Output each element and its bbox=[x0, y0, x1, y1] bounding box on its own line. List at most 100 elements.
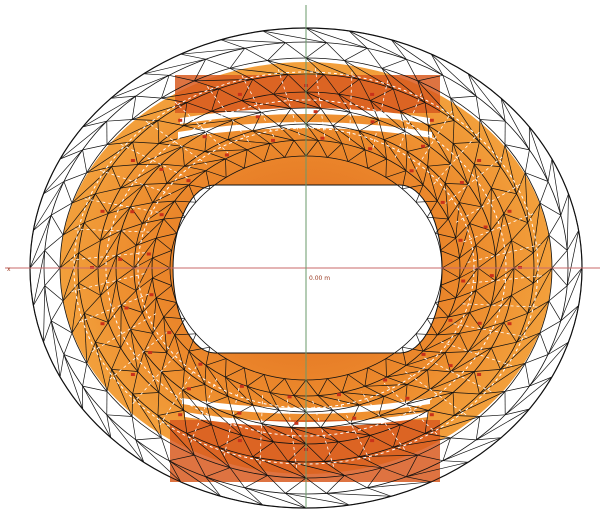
mesh-member bbox=[417, 74, 443, 82]
mesh-member bbox=[120, 230, 137, 246]
mesh-member bbox=[358, 130, 387, 160]
mesh-member bbox=[261, 423, 307, 445]
mesh-member bbox=[33, 181, 65, 231]
mesh-member bbox=[383, 139, 407, 171]
mesh-member bbox=[71, 193, 96, 204]
mesh-member bbox=[100, 280, 117, 296]
red-marker bbox=[370, 92, 375, 96]
mesh-member bbox=[71, 283, 80, 333]
mesh-member bbox=[252, 112, 262, 132]
mesh-member bbox=[63, 332, 73, 355]
mesh-member bbox=[392, 88, 401, 112]
mesh-member bbox=[84, 222, 101, 241]
dashed-member bbox=[423, 357, 492, 393]
mesh-member bbox=[246, 374, 265, 387]
mesh-member bbox=[327, 143, 343, 158]
mesh-member bbox=[415, 200, 438, 203]
mesh-member bbox=[490, 295, 512, 306]
mesh-member bbox=[59, 222, 85, 269]
mesh-member bbox=[78, 282, 101, 296]
mesh-member bbox=[383, 395, 406, 405]
dashed-member bbox=[464, 275, 542, 284]
red-marker bbox=[287, 395, 292, 399]
mesh-member bbox=[320, 427, 371, 436]
mesh-member bbox=[323, 74, 339, 95]
mesh-member bbox=[225, 377, 229, 397]
red-marker bbox=[370, 120, 375, 124]
mesh-member bbox=[415, 333, 438, 336]
mesh-member bbox=[107, 280, 117, 323]
mesh-member bbox=[204, 151, 226, 160]
mesh-member bbox=[458, 333, 469, 352]
mesh-member bbox=[182, 146, 185, 167]
mesh-member bbox=[100, 255, 117, 296]
mesh-member bbox=[278, 410, 292, 428]
mesh-member bbox=[33, 214, 52, 231]
mesh-member bbox=[378, 396, 385, 416]
mesh-member bbox=[317, 140, 328, 158]
mesh-member bbox=[157, 415, 195, 456]
mesh-member bbox=[82, 385, 108, 392]
mesh-member bbox=[532, 234, 550, 284]
mesh-member bbox=[455, 202, 460, 239]
mesh-member bbox=[437, 333, 460, 336]
mesh-member bbox=[426, 318, 438, 336]
mesh-member bbox=[168, 460, 221, 497]
mesh-member bbox=[131, 393, 133, 417]
mesh-member bbox=[453, 391, 506, 416]
mesh-member bbox=[527, 300, 550, 314]
mesh-member bbox=[206, 395, 229, 405]
mesh-member bbox=[430, 54, 444, 76]
mesh-member bbox=[459, 245, 477, 259]
red-marker bbox=[224, 153, 229, 157]
mesh-member bbox=[344, 475, 368, 489]
mesh-member bbox=[458, 184, 469, 203]
mesh-member bbox=[426, 200, 438, 218]
mesh-member bbox=[469, 312, 482, 330]
mesh-member bbox=[473, 371, 480, 395]
mesh-member bbox=[29, 250, 46, 269]
mesh-member bbox=[364, 367, 369, 387]
mesh-member bbox=[440, 250, 460, 259]
mesh-member bbox=[469, 206, 482, 224]
mesh-member bbox=[43, 285, 46, 343]
mesh-member bbox=[341, 374, 349, 393]
mesh-member bbox=[273, 93, 322, 109]
mesh-member bbox=[110, 95, 136, 99]
mesh-member bbox=[442, 75, 451, 99]
mesh-member bbox=[338, 93, 379, 121]
mesh-member bbox=[448, 312, 470, 318]
mesh-member bbox=[370, 435, 394, 448]
mesh-member bbox=[156, 233, 177, 239]
mesh-member bbox=[293, 395, 307, 413]
mesh-member bbox=[495, 240, 512, 256]
mesh-member bbox=[211, 88, 220, 112]
mesh-member bbox=[415, 333, 424, 352]
mesh-member bbox=[43, 149, 83, 195]
mesh-member bbox=[358, 130, 366, 150]
mesh-member bbox=[166, 334, 176, 353]
mesh-member bbox=[551, 250, 568, 269]
mesh-member bbox=[244, 47, 268, 61]
mesh-member bbox=[401, 170, 407, 189]
mesh-member bbox=[229, 67, 289, 75]
mesh-member bbox=[332, 112, 351, 127]
red-marker bbox=[159, 167, 164, 171]
mesh-member bbox=[450, 143, 454, 165]
red-marker bbox=[507, 209, 512, 213]
mesh-member bbox=[287, 443, 307, 462]
mesh-member bbox=[444, 183, 449, 220]
mesh-member bbox=[100, 206, 131, 241]
mesh-member bbox=[130, 312, 143, 330]
mesh-member bbox=[490, 347, 501, 370]
red-marker bbox=[130, 159, 135, 162]
mesh-member bbox=[273, 74, 289, 95]
mesh-member bbox=[95, 322, 109, 343]
mesh-member bbox=[51, 320, 73, 334]
mesh-member bbox=[62, 282, 79, 302]
mesh-member bbox=[469, 223, 491, 231]
mesh-member bbox=[86, 342, 96, 364]
mesh-member bbox=[157, 120, 184, 126]
